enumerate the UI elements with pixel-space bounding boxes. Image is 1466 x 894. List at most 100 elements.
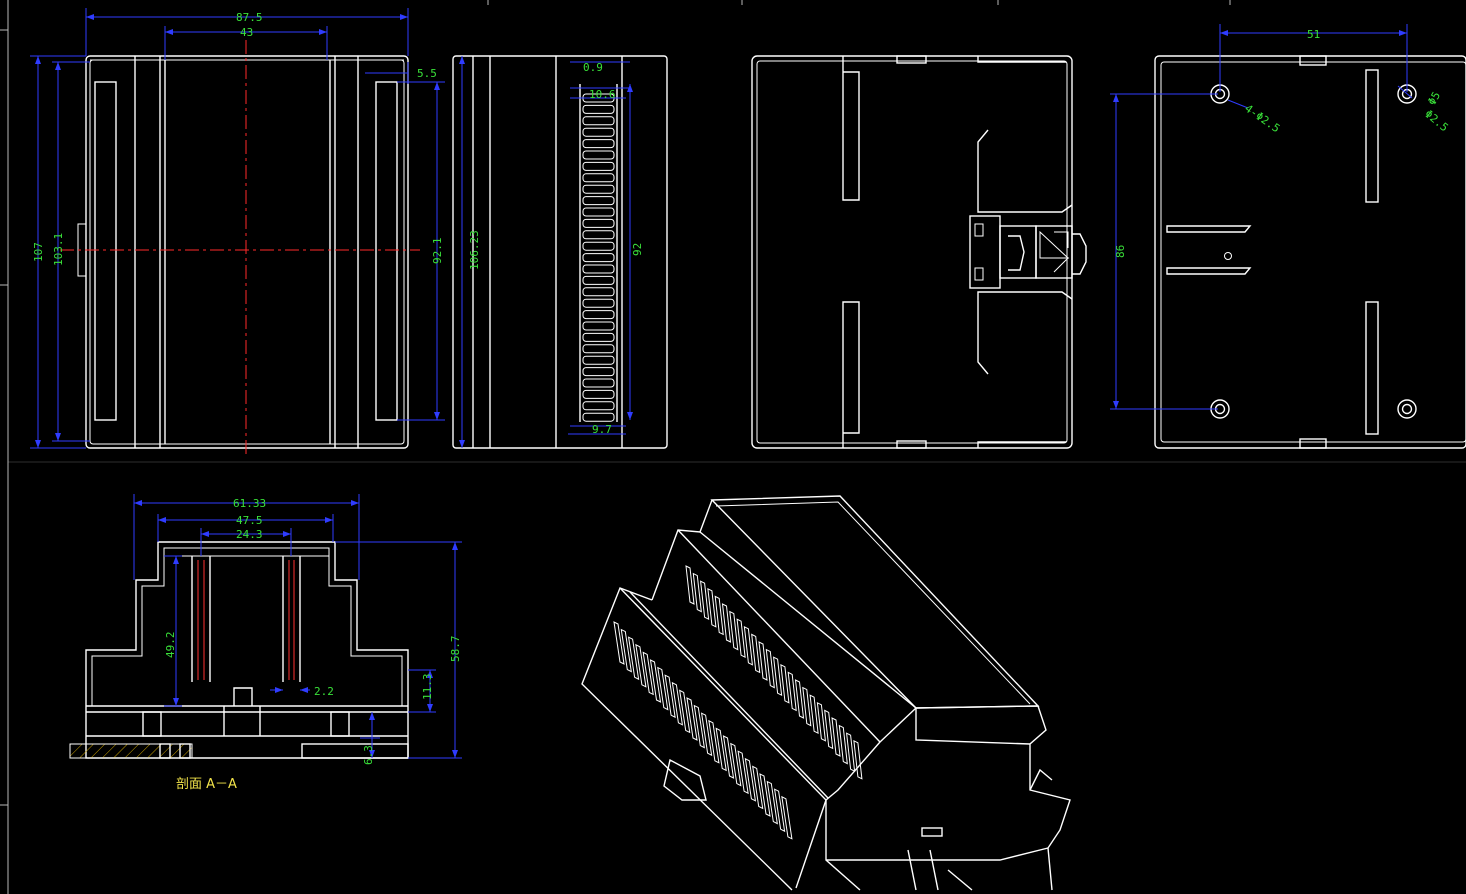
vent-slot	[582, 264, 615, 274]
iso-vent-slot	[831, 717, 841, 757]
dim-section-rib-gap: 2.2	[314, 685, 334, 698]
iso-vent-slot	[613, 621, 625, 665]
iso-vent-slot	[780, 663, 790, 704]
bottom-view	[751, 55, 1087, 449]
dim-back-hole-spacing-y: 86	[1114, 245, 1127, 258]
iso-vent-slot	[853, 739, 863, 780]
dim-section-width-3: 24.3	[236, 528, 263, 541]
dim-front-offset: 5.5	[417, 67, 437, 80]
dim-side-vent-offset: 10.6	[589, 88, 616, 101]
iso-vent-slot	[692, 572, 702, 613]
dim-section-rib-height: 49.2	[164, 632, 177, 659]
section-view	[69, 541, 409, 759]
vent-slot	[582, 355, 615, 365]
dim-back-hole-spacing-x: 51	[1307, 28, 1320, 41]
vent-slot	[582, 332, 615, 342]
dim-section-total-height: 58.7	[449, 636, 462, 663]
side-vent-slots	[582, 93, 615, 422]
iso-vent-slot	[744, 757, 757, 802]
vent-slot	[582, 173, 615, 183]
iso-vent-slot	[794, 679, 805, 719]
iso-vent-slot	[700, 712, 713, 757]
vent-slot	[582, 310, 615, 320]
vent-slot	[582, 344, 615, 354]
vent-slot	[582, 367, 615, 377]
dim-section-rail-height: 6.3	[362, 745, 375, 765]
side-view	[452, 55, 668, 449]
iso-vent-slot	[671, 681, 684, 726]
side-view-dimension-labels: 106.23 0.9 10.6 92 9.7	[468, 61, 644, 436]
vent-slot	[582, 389, 615, 399]
vent-slot	[582, 241, 615, 251]
iso-vent-slot	[802, 686, 812, 727]
iso-vent-slot	[758, 641, 768, 681]
iso-vent-slot	[730, 742, 742, 787]
iso-vent-slot	[846, 732, 856, 773]
section-view-dimension-labels: 61.33 47.5 24.3 49.2 58.7 2.2 11.3 6.3	[164, 497, 462, 765]
dim-side-vent-width: 9.7	[592, 423, 612, 436]
iso-vent-slot	[686, 697, 698, 741]
iso-vent-slot	[729, 610, 739, 651]
vent-slot	[582, 139, 615, 149]
front-view	[60, 40, 420, 456]
iso-vent-slot	[627, 636, 640, 681]
iso-vent-slot	[620, 628, 632, 673]
dim-front-height: 107	[32, 242, 45, 262]
vent-slot	[582, 127, 615, 137]
iso-vent-slot	[693, 704, 705, 749]
vent-slot	[582, 150, 615, 160]
dim-section-width-2: 47.5	[236, 514, 263, 527]
vent-slot	[582, 412, 615, 422]
iso-vent-slot	[708, 719, 720, 764]
vent-slot	[582, 230, 615, 240]
vent-slot	[582, 184, 615, 194]
vent-slot	[582, 104, 615, 114]
iso-vent-slot	[679, 689, 691, 734]
iso-vent-slot	[715, 727, 727, 772]
dim-side-top-gap: 0.9	[583, 61, 603, 74]
dim-front-slot-height: 92.1	[431, 238, 444, 265]
iso-vent-slot	[714, 595, 724, 636]
dim-back-hole-callout: 4-Φ2.5	[1242, 102, 1282, 135]
iso-vent-slot	[773, 788, 786, 833]
iso-vent-slot	[649, 659, 662, 703]
dim-section-width-1: 61.33	[233, 497, 266, 510]
dim-side-vent-height: 92	[631, 243, 644, 256]
dim-back-boss-outer: Φ5	[1425, 90, 1443, 108]
dim-side-height: 106.23	[468, 230, 481, 270]
vent-slot	[582, 116, 615, 126]
iso-vent-slot	[664, 674, 676, 719]
iso-vent-slot	[773, 656, 783, 697]
iso-vent-slot	[751, 633, 761, 674]
iso-vent-slots-upper	[685, 565, 863, 780]
vent-slot	[582, 378, 615, 388]
iso-vent-slot	[743, 625, 753, 666]
iso-vent-slot	[721, 603, 732, 643]
dim-front-inner-width: 43	[240, 26, 253, 39]
front-view-dimension-labels: 87.5 43 5.5 107 103.1 92.1	[32, 11, 444, 266]
dim-front-inner-height: 103.1	[52, 233, 65, 266]
vent-slot	[582, 196, 615, 206]
back-view	[1154, 55, 1466, 449]
iso-vent-slot	[816, 701, 826, 742]
vent-slot	[582, 275, 615, 285]
section-view-dimensions	[133, 494, 462, 759]
back-view-dimensions	[1110, 24, 1413, 410]
iso-vent-slot	[707, 587, 717, 628]
vent-slot	[582, 287, 615, 297]
vent-slot	[582, 218, 615, 228]
iso-vent-slot	[736, 618, 746, 659]
iso-vent-slot	[766, 780, 778, 825]
iso-vent-slot	[765, 648, 775, 689]
dim-front-width: 87.5	[236, 11, 263, 24]
side-view-dimensions	[459, 56, 633, 448]
vent-slot	[582, 253, 615, 263]
iso-vent-slot	[824, 709, 834, 750]
mounting-hole-bottom-right	[1397, 399, 1417, 419]
iso-vent-slot	[838, 724, 848, 765]
iso-vent-slot	[722, 735, 735, 779]
iso-vent-slot	[809, 694, 819, 735]
dim-back-boss-inner: Φ2.5	[1422, 107, 1451, 134]
